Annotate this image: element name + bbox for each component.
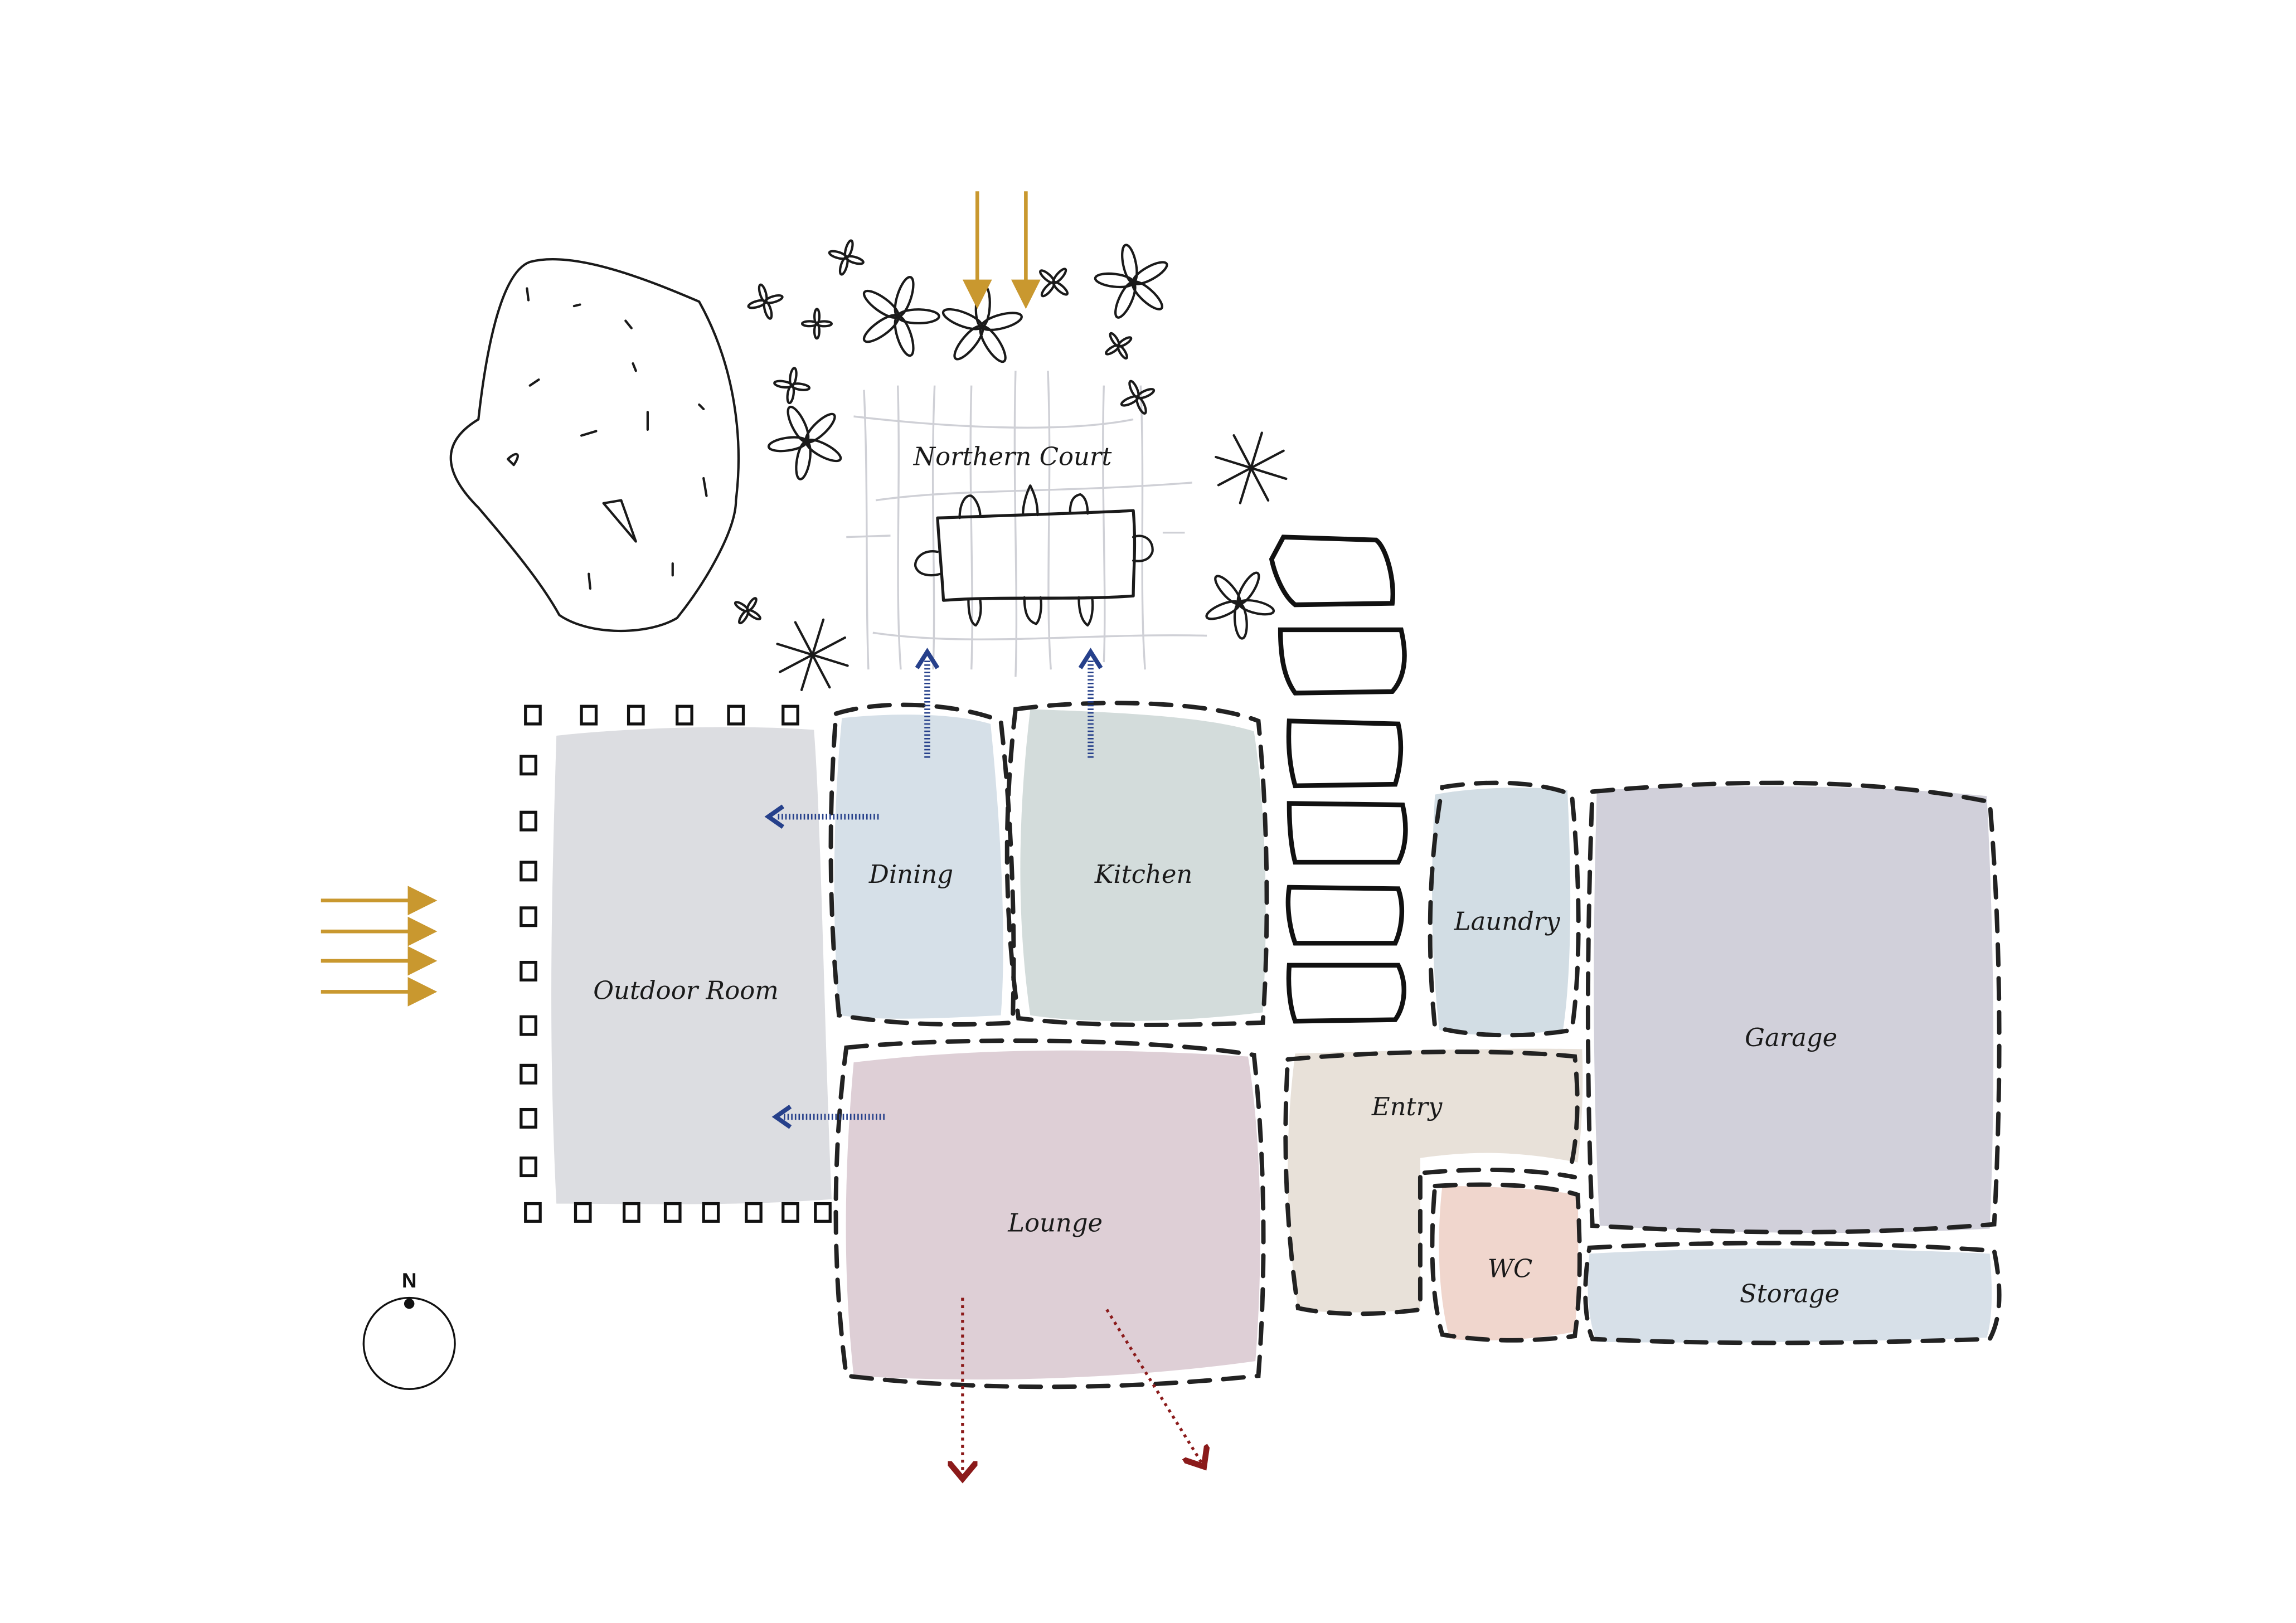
post-icon [520,1107,537,1129]
post-icon [520,906,537,927]
view-arrows [963,1298,1202,1476]
post-icon [727,704,745,726]
post-icon [663,1202,682,1223]
room-fill-lounge [846,1050,1260,1380]
pond-marks [506,287,708,590]
plant-icon [1039,268,1069,298]
post-icon [627,704,645,726]
post-icon [745,1202,763,1223]
post-icon [814,1202,832,1223]
plant-icon [828,239,865,276]
post-icon [524,704,542,726]
flow-arrows [764,648,1103,1129]
plant-icon [734,597,761,625]
plant-icon [800,308,833,340]
flow-arrow-left [764,804,879,829]
plant-icon [773,367,811,405]
post-icon [520,810,537,832]
post-icon [580,704,598,726]
label-storage: Storage [1740,1279,1839,1308]
label-laundry: Laundry [1454,907,1561,936]
stepping-stones [1269,534,1408,1024]
plant-icon [1205,571,1275,640]
post-icon [520,755,537,776]
label-garage: Garage [1745,1023,1837,1052]
flow-arrow-up [915,648,940,758]
plant-icon [941,284,1023,363]
label-lounge: Lounge [1007,1208,1103,1238]
post-icon [622,1202,640,1223]
flow-arrow-left [771,1105,885,1129]
room-fill-outdoor-room [551,727,832,1204]
room-fill-wc [1439,1185,1579,1340]
pond-outline [449,258,740,633]
plant-icon [1105,332,1133,360]
label-entry: Entry [1371,1092,1443,1121]
room-fill-laundry [1432,788,1571,1035]
post-icon [520,1015,537,1036]
post-icon [520,1156,537,1178]
room-fill-storage [1588,1248,1992,1343]
post-icon [520,960,537,981]
court-paving-grid [846,371,1207,677]
room-fill-garage [1594,786,1994,1233]
plant-icon [767,405,842,480]
shrub-icon [776,618,849,691]
plant-icon [747,283,784,320]
plant-icon [1120,380,1156,415]
label-kitchen: Kitchen [1094,859,1192,889]
post-icon [676,704,693,726]
room-fill-entry [1288,1048,1583,1313]
flow-arrow-up [1078,648,1103,758]
room-walls [828,701,2002,1389]
shrub-icon [1215,431,1288,504]
compass-label: N [402,1269,417,1292]
post-icon [781,704,799,726]
post-icon [520,861,537,882]
north-compass: N [362,1269,456,1390]
post-icon [574,1202,592,1223]
plant-icon [1094,244,1168,319]
sun-arrows [321,191,1041,1007]
post-icon [702,1202,720,1223]
label-dining: Dining [868,859,953,889]
room-fill-kitchen [1020,709,1266,1022]
dining-table [914,484,1154,627]
north-dot-icon [404,1298,415,1309]
label-wc: WC [1488,1254,1532,1284]
post-icon [524,1202,542,1223]
label-northern-court: Northern Court [913,441,1113,471]
outdoor-room-posts [520,704,832,1223]
room-fill-dining [834,715,1003,1019]
view-arrow [1105,1309,1203,1464]
label-outdoor-room: Outdoor Room [593,976,779,1005]
plant-icon [862,275,940,357]
post-icon [781,1202,799,1223]
post-icon [520,1063,537,1085]
